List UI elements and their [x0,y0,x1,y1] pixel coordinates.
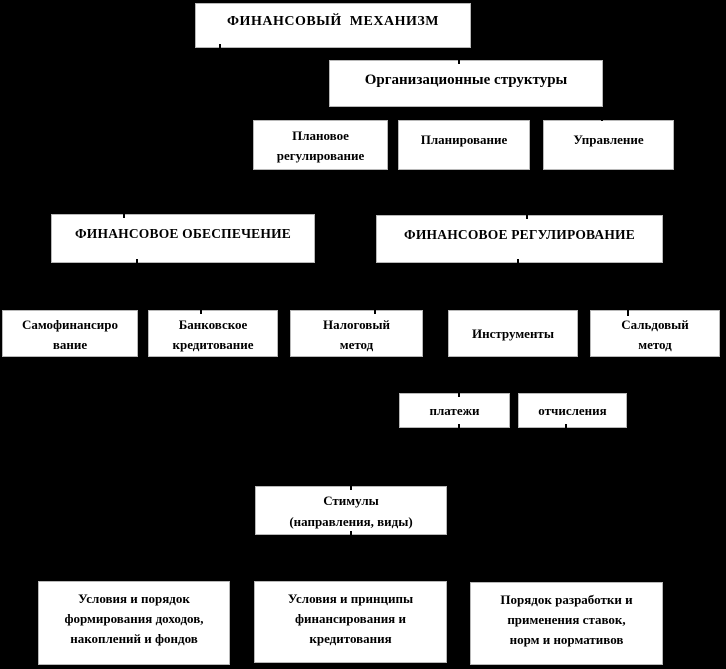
box-procedure-rates-norms: Порядок разработки и применения ставок, … [470,582,663,665]
box-self-financing: Самофинансиро вание [2,310,138,357]
box-management: Управление [543,120,674,170]
connector-stub [565,424,567,428]
connector-stub [350,486,352,490]
connector-stub [326,577,328,581]
connector-stub [350,531,352,535]
connector-stub [517,259,519,264]
connector-stub [200,310,202,314]
box-organizational-structures: Организационные структуры [329,60,603,107]
box-bank-crediting: Банковское кредитование [148,310,278,357]
box-conditions-financing-crediting: Условия и принципы финансирования и кред… [254,581,447,663]
connector-stub [601,116,603,121]
box-saldo-method: Сальдовый метод [590,310,720,357]
connector-stub [526,215,528,219]
box-financial-mechanism: ФИНАНСОВЫЙ МЕХАНИЗМ [195,3,471,48]
box-payments: платежи [399,393,510,428]
box-planned-regulation: Плановое регулирование [253,120,388,170]
connector-stub [136,259,138,264]
box-conditions-income-formation: Условия и порядок формирования доходов, … [38,581,230,665]
box-deductions: отчисления [518,393,627,428]
connector-stub [219,44,221,49]
connector-stub [458,424,460,428]
connector-stub [458,393,460,397]
box-planning: Планирование [398,120,530,170]
connector-stub [374,310,376,314]
connector-stub [615,578,617,582]
box-stimuli: Стимулы (направления, виды) [255,486,447,535]
box-financial-provision: ФИНАНСОВОЕ ОБЕСПЕЧЕНИЕ [51,214,315,263]
box-instruments: Инструменты [448,310,578,357]
connector-stub [627,310,629,316]
box-tax-method: Налоговый метод [290,310,423,357]
connector-stub [458,60,460,64]
box-financial-regulation: ФИНАНСОВОЕ РЕГУЛИРОВАНИЕ [376,215,663,263]
connector-stub [123,214,125,218]
